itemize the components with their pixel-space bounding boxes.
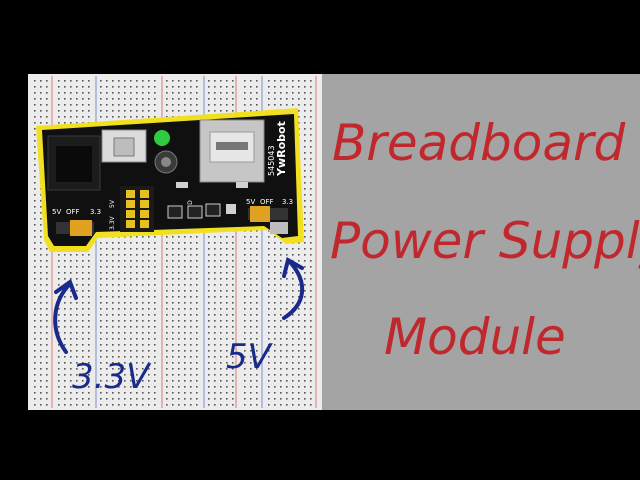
left-jumper-5v-label: 5V (52, 208, 61, 216)
header-label-3v3: 3.3V (109, 215, 116, 230)
title: Breadboard Power Supply Module (330, 114, 640, 366)
smd-components (167, 182, 248, 219)
led-icon (154, 130, 170, 146)
power-switch[interactable] (101, 129, 147, 163)
header-pin (140, 190, 149, 198)
right-jumper-cap (250, 206, 270, 222)
header-pins (120, 186, 154, 232)
model-label: 545043 (267, 145, 276, 176)
annotations (53, 256, 305, 354)
header-pin (126, 200, 135, 208)
header-pin (126, 210, 135, 218)
power-supply-module: YwRobot 545043 3.3V 5V GND 5V OFF 3.3 (36, 108, 304, 252)
left-jumper-cap (70, 220, 92, 236)
left-jumper-off-label: OFF (66, 208, 80, 216)
brand-label: YwRobot (275, 121, 288, 177)
header-pin (140, 220, 149, 228)
usb-port (199, 119, 265, 183)
right-arrowhead-icon (282, 256, 304, 278)
right-jumper[interactable]: 5V OFF 3.3 (246, 198, 293, 234)
title-line-1: Breadboard (332, 114, 626, 172)
right-jumper-5v-label: 5V (246, 198, 255, 206)
right-jumper-3v3-label: 3.3 (282, 198, 293, 206)
capacitor (154, 150, 178, 174)
annotation-5v: 5V (226, 337, 274, 377)
header-pin (126, 190, 135, 198)
right-arrow-icon (282, 260, 305, 320)
header-label-5v: 5V (109, 199, 116, 208)
title-line-2: Power Supply (330, 212, 640, 270)
title-panel (322, 74, 640, 410)
annotation-3v3: 3.3V (72, 357, 152, 397)
right-jumper-off-label: OFF (260, 198, 274, 206)
left-arrow-icon (53, 282, 72, 354)
left-jumper-3v3-label: 3.3 (90, 208, 101, 216)
header-pin (126, 220, 135, 228)
title-line-3: Module (384, 308, 566, 366)
header-pin (140, 200, 149, 208)
left-arrowhead-icon (54, 278, 78, 300)
barrel-jack (47, 135, 101, 191)
left-jumper[interactable]: 5V OFF 3.3 (52, 208, 101, 236)
header-pin (140, 210, 149, 218)
